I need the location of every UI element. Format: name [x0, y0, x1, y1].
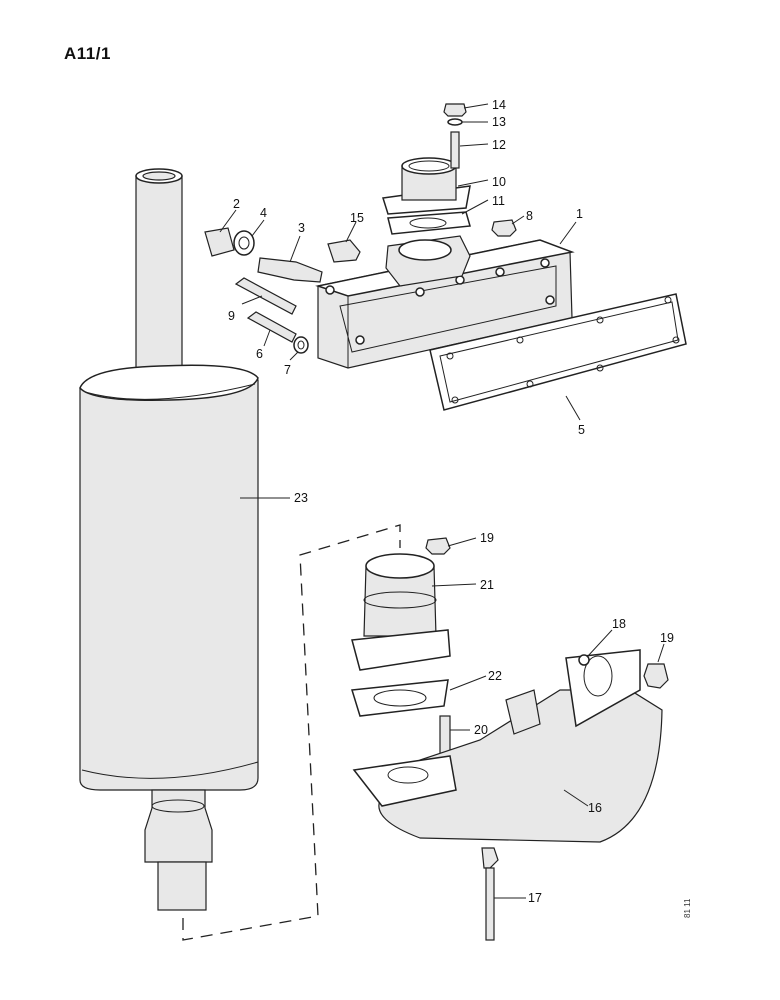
callout-22: 22 — [488, 669, 502, 683]
down-pipe-part-16 — [352, 649, 663, 843]
union-part-2 — [204, 227, 235, 257]
washer-part-13 — [447, 118, 463, 126]
callout-2: 2 — [233, 197, 240, 211]
callout-5: 5 — [578, 423, 585, 437]
bolt-part-6 — [246, 311, 297, 343]
leader-lines — [219, 103, 665, 899]
outlet-flange-part-10 — [382, 157, 471, 215]
pipe-adaptor-part-21 — [351, 553, 451, 671]
sensor-part-3 — [257, 257, 323, 283]
callout-17: 17 — [528, 891, 542, 905]
callout-18: 18 — [612, 617, 626, 631]
callout-7: 7 — [284, 363, 291, 377]
callout-11: 11 — [492, 194, 505, 208]
callout-20: 20 — [474, 723, 488, 737]
stud-part-12 — [450, 131, 460, 169]
callout-9: 9 — [228, 309, 235, 323]
gasket-part-11 — [387, 211, 471, 235]
callout-15: 15 — [350, 211, 364, 225]
pipe-part-17 — [485, 867, 495, 941]
callout-6: 6 — [256, 347, 263, 361]
callout-3: 3 — [298, 221, 305, 235]
callout-19-upper: 19 — [480, 531, 494, 545]
stud-part-18 — [578, 654, 590, 666]
callout-21: 21 — [480, 578, 494, 592]
bolt-part-9 — [234, 277, 297, 315]
washer-part-7 — [293, 336, 309, 354]
gasket-part-5 — [429, 293, 687, 411]
callout-12: 12 — [492, 138, 506, 152]
nut-part-8 — [491, 219, 517, 237]
callout-4: 4 — [260, 206, 267, 220]
page-code: A11/1 — [64, 44, 111, 63]
nut-part-19-upper — [425, 537, 451, 555]
callout-23: 23 — [294, 491, 308, 505]
callout-1: 1 — [576, 207, 583, 221]
callout-labels: 14 13 12 10 11 8 1 2 4 3 15 9 6 7 5 23 1… — [228, 98, 674, 905]
dashed-assembly-line — [182, 524, 401, 941]
washer-part-4 — [233, 230, 255, 256]
silencer-part-23 — [79, 168, 259, 911]
callout-14: 14 — [492, 98, 506, 112]
nut-part-14 — [443, 103, 467, 117]
exhaust-manifold-part-1 — [315, 235, 575, 369]
nut-part-19-lower — [643, 663, 669, 689]
switch-part-15 — [327, 239, 361, 263]
pipe-fitting-part-17 — [481, 847, 499, 869]
callout-16: 16 — [588, 801, 602, 815]
callout-19-lower: 19 — [660, 631, 674, 645]
callout-10: 10 — [492, 175, 506, 189]
callout-8: 8 — [526, 209, 533, 223]
callout-13: 13 — [492, 115, 506, 129]
gasket-part-22 — [351, 679, 449, 717]
